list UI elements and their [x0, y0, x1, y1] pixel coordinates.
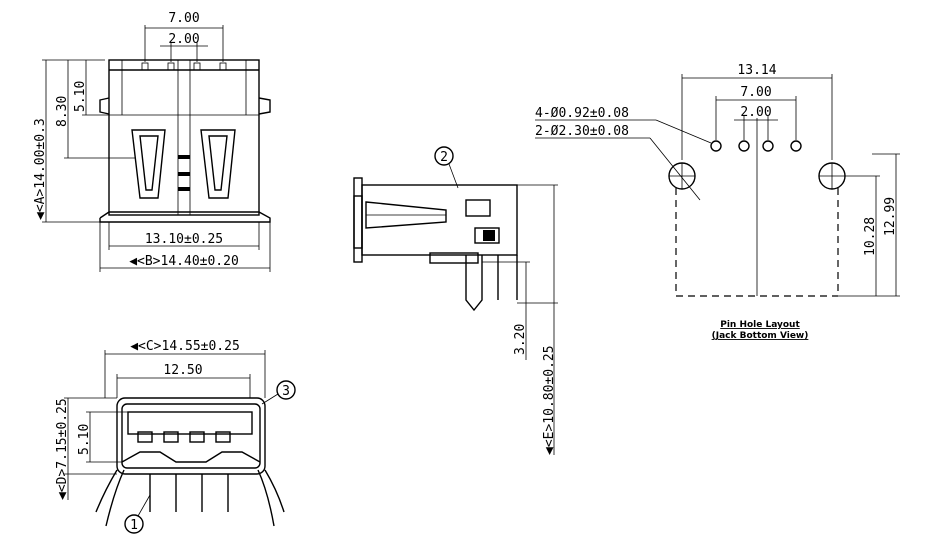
- side-callout-2: 2: [440, 150, 448, 165]
- top-view: 7.00 2.00 ◀<A>14.00±0.3 8.30 5.10 13.10±…: [33, 11, 271, 272]
- top-dim-7: 7.00: [168, 11, 199, 26]
- top-dim-a: ◀<A>14.00±0.3: [33, 118, 48, 220]
- top-dim-1310: 13.10±0.25: [145, 232, 223, 247]
- pin-dim-1314: 13.14: [737, 63, 776, 78]
- pin-dim-1299: 12.99: [883, 197, 898, 236]
- top-dim-b: ◀<B>14.40±0.20: [129, 254, 239, 269]
- side-view: 2 ◀<E>10.80±0.25 3.20: [353, 146, 558, 455]
- front-dim-d: ◀<D>7.15±0.25: [55, 398, 70, 500]
- front-callout-3: 3: [282, 384, 290, 399]
- top-dim-510: 5.10: [73, 81, 88, 112]
- front-dim-510: 5.10: [77, 424, 92, 455]
- pin-note-small: 4-Ø0.92±0.08: [535, 106, 629, 121]
- pin-caption-sub: (Jack Bottom View): [712, 331, 809, 341]
- front-dim-1250: 12.50: [163, 363, 202, 378]
- pin-note-large: 2-Ø2.30±0.08: [535, 124, 629, 139]
- pin-hole-layout: 13.14 7.00 2.00 4-Ø0.92±0.08 2-Ø2.30±0.0…: [535, 63, 900, 341]
- pin-dim-7: 7.00: [740, 85, 771, 100]
- side-dim-e: ◀<E>10.80±0.25: [542, 345, 557, 455]
- pin-dim-1028: 10.28: [863, 217, 878, 256]
- front-view: ◀<C>14.55±0.25 12.50 ◀<D>7.15±0.25 5.10 …: [55, 339, 296, 534]
- top-dim-2: 2.00: [168, 32, 199, 47]
- pin-dim-2: 2.00: [740, 105, 771, 120]
- front-callout-1: 1: [130, 518, 138, 533]
- top-dim-830: 8.30: [55, 96, 70, 127]
- front-dim-c: ◀<C>14.55±0.25: [130, 339, 240, 354]
- side-dim-320: 3.20: [513, 324, 528, 355]
- pin-caption-title: Pin Hole Layout: [720, 320, 800, 330]
